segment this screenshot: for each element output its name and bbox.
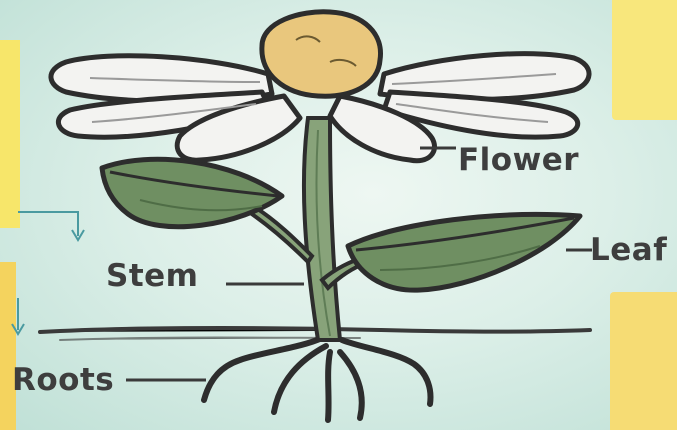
stem	[304, 118, 340, 340]
roots	[204, 338, 430, 420]
flower-center	[262, 12, 381, 96]
stem-label: Stem	[106, 258, 198, 294]
leaf-label: Leaf	[590, 232, 667, 268]
right-leaf	[348, 214, 580, 290]
roots-label: Roots	[12, 362, 114, 398]
left-arrows	[12, 212, 84, 334]
flower-label: Flower	[458, 142, 579, 178]
